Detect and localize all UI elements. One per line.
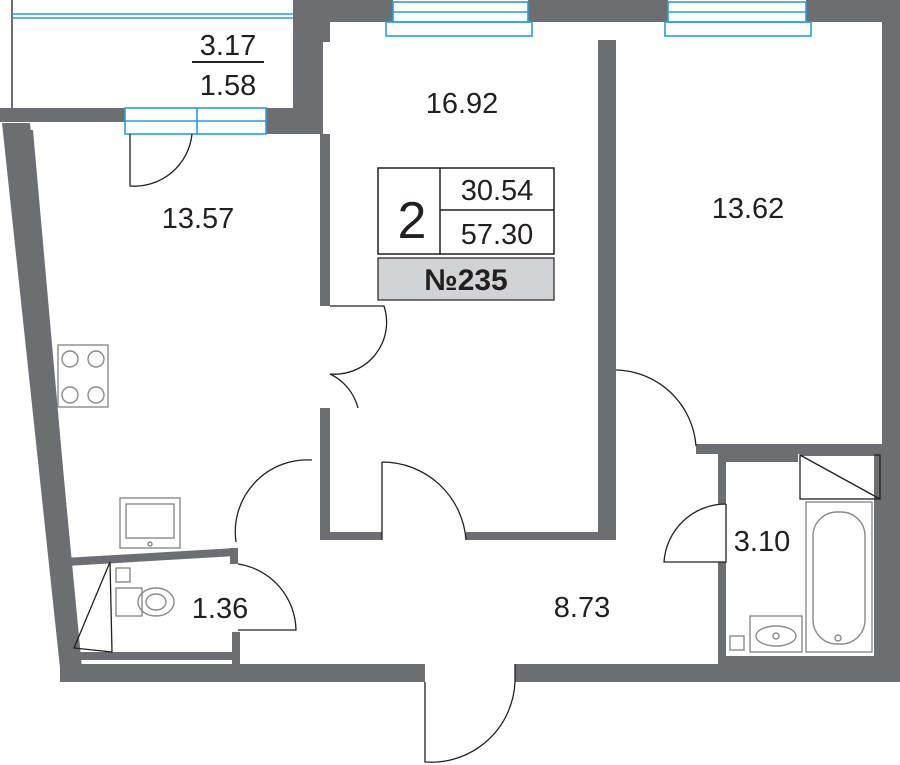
living-area: 30.54 — [461, 175, 534, 207]
bathtub — [805, 501, 873, 653]
toilet-bowl — [115, 567, 175, 617]
total-area: 57.30 — [461, 219, 534, 251]
apartment-number: №235 — [424, 264, 508, 297]
balcony-reduced-area-label: 1.58 — [200, 70, 256, 102]
rooms-count: 2 — [398, 192, 427, 250]
kitchen-stove — [57, 344, 109, 408]
balcony-area-label: 3.17 — [200, 30, 256, 62]
bath-shaft — [799, 454, 881, 500]
exterior-walls — [2, 0, 900, 682]
bedroom-2-area-label: 13.62 — [712, 193, 785, 225]
hall-area-label: 8.73 — [554, 592, 610, 624]
bedroom-area-label: 16.92 — [426, 88, 499, 120]
bathroom-area-label: 3.10 — [734, 526, 790, 558]
kitchen-sink — [119, 497, 181, 549]
bathroom-sink — [729, 615, 803, 653]
toilet-area-label: 1.36 — [192, 593, 248, 625]
balcony — [0, 0, 322, 134]
doors — [129, 133, 727, 763]
windows — [124, 1, 812, 135]
apartment-badge: 2 30.54 57.30 №235 — [377, 167, 555, 301]
interior-walls — [64, 40, 882, 664]
toilet-shaft — [73, 561, 113, 653]
kitchen-area-label: 13.57 — [162, 203, 235, 235]
